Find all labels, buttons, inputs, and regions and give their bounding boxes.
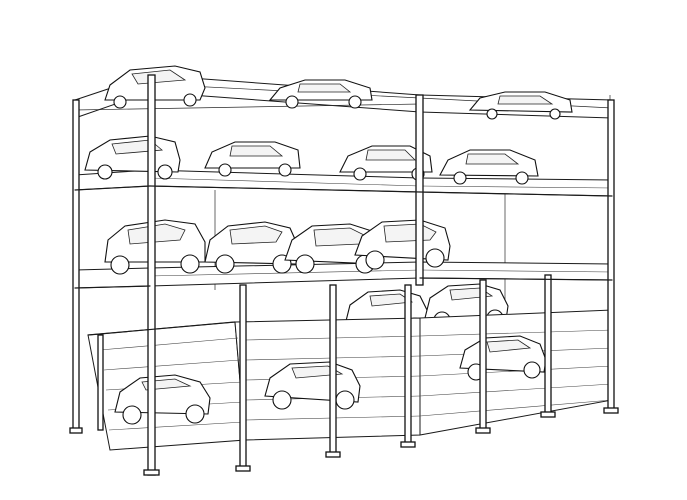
front-posts bbox=[72, 74, 615, 476]
second-level bbox=[74, 135, 613, 197]
level3-car-4 bbox=[354, 219, 451, 270]
second-level-slats bbox=[149, 177, 613, 189]
cross-beams bbox=[74, 185, 613, 336]
roof-car-2 bbox=[268, 79, 373, 109]
level2-car-2 bbox=[204, 141, 301, 177]
roof-car-3 bbox=[468, 91, 573, 120]
third-level bbox=[74, 219, 613, 289]
level2-car-3 bbox=[339, 145, 433, 181]
base-plates bbox=[69, 407, 619, 476]
level2-car-4 bbox=[439, 149, 539, 185]
level3-car-2 bbox=[204, 221, 299, 274]
ground-level bbox=[87, 309, 613, 451]
